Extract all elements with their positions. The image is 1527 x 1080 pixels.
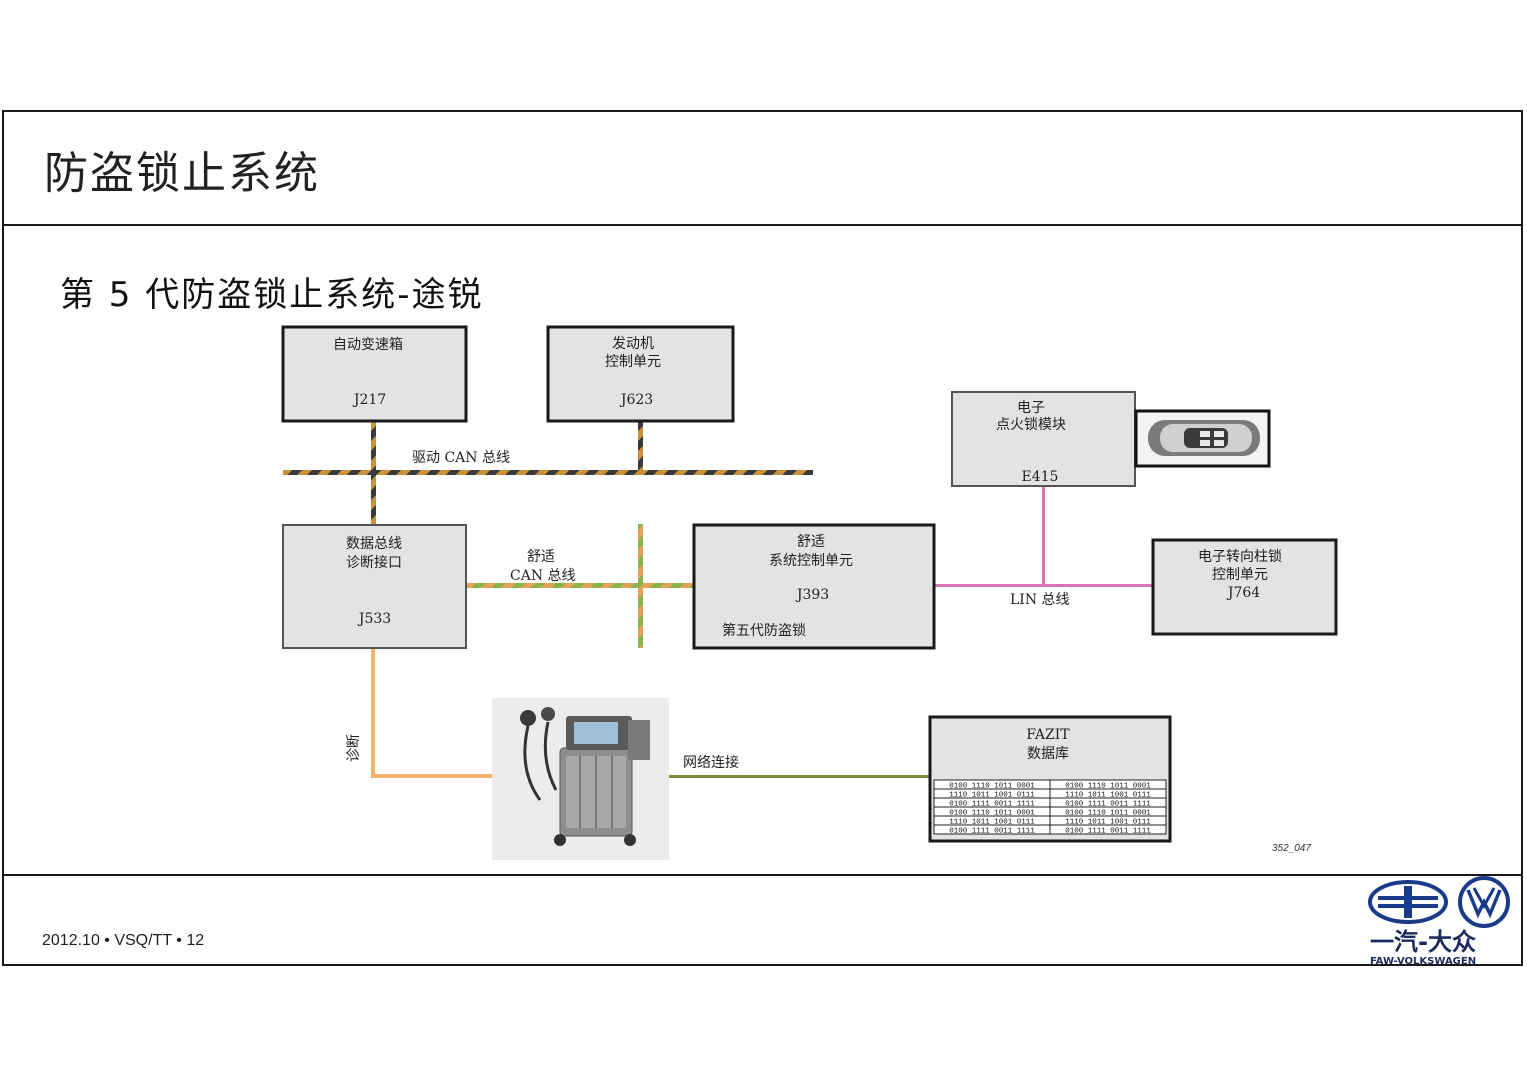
- comfort-can-label-1: 舒适: [527, 549, 555, 565]
- comfort-can-label-2: CAN 总线: [510, 568, 576, 584]
- comfort-can-bus: [466, 524, 694, 648]
- engine-label-1: 发动机: [612, 336, 654, 352]
- comfort-label-2: 系统控制单元: [769, 553, 853, 569]
- drive-can-label: 驱动 CAN 总线: [412, 450, 510, 466]
- fazit-cell: 0100 1111 0011 1111: [949, 801, 1035, 809]
- fazit-cell: 0100 1111 0011 1111: [949, 828, 1035, 836]
- faw-vw-logo: 一汽-大众 FAW-VOLKSWAGEN: [1368, 876, 1510, 967]
- fazit-cell: 1110 1011 1001 0111: [949, 819, 1035, 827]
- logo-brand-en: FAW-VOLKSWAGEN: [1370, 956, 1476, 967]
- fazit-cell: 0100 1111 0011 1111: [1065, 801, 1151, 809]
- ignition-label-2: 点火锁模块: [996, 417, 1066, 433]
- slide-frame: 防盗锁止系统 第 5 代防盗锁止系统-途锐 2012.10 • VSQ/TT •…: [2, 110, 1523, 966]
- diagnosis-line: [371, 648, 493, 778]
- box-gateway-j533: 数据总线 诊断接口 J533: [282, 524, 467, 649]
- steering-label-1: 电子转向柱锁: [1198, 549, 1282, 565]
- lin-bus-label: LIN 总线: [1010, 592, 1070, 608]
- comfort-label-1: 舒适: [797, 534, 825, 550]
- logo-brand-cn: 一汽-大众: [1370, 928, 1476, 956]
- drive-can-bus: [283, 421, 813, 525]
- footer-text: 2012.10 • VSQ/TT • 12: [42, 932, 205, 949]
- lin-bus: [935, 486, 1153, 587]
- fazit-label-2: 数据库: [1027, 746, 1069, 762]
- comfort-code: J393: [795, 587, 829, 603]
- fazit-cell: 1110 1011 1001 0111: [949, 792, 1035, 800]
- diagnostic-tester-image: [492, 698, 669, 860]
- engine-code: J623: [619, 392, 653, 408]
- fazit-cell: 1110 1011 1001 0111: [1065, 792, 1151, 800]
- box-ignition-e415: 电子 点火锁模块 E415: [951, 391, 1136, 487]
- ignition-label-1: 电子: [1017, 400, 1045, 416]
- footer-divider: [4, 874, 1521, 876]
- header-divider: [4, 224, 1521, 226]
- diagnosis-label: 诊断: [346, 734, 362, 762]
- box-steering-j764: 电子转向柱锁 控制单元 J764: [1151, 538, 1338, 636]
- fazit-cell: 0100 1111 0011 1111: [1065, 828, 1151, 836]
- fazit-cell: 0100 1110 1011 0001: [1065, 810, 1151, 818]
- box-fazit-database: FAZIT 数据库 0100 1110 1011 0001 0100 1110 1…: [928, 715, 1172, 843]
- slide-subtitle: 第 5 代防盗锁止系统-途锐: [60, 275, 484, 315]
- box-comfort-j393: 舒适 系统控制单元 J393 第五代防盗锁: [692, 523, 936, 650]
- steering-label-2: 控制单元: [1212, 567, 1268, 583]
- box-gearbox-j217: 自动变速箱 J217: [281, 325, 468, 423]
- fazit-cell: 0100 1110 1011 0001: [949, 810, 1035, 818]
- engine-label-2: 控制单元: [605, 354, 661, 370]
- fazit-label-1: FAZIT: [1026, 727, 1070, 743]
- gateway-label-1: 数据总线: [346, 536, 402, 552]
- comfort-label-3: 第五代防盗锁: [722, 622, 806, 639]
- ignition-code: E415: [1022, 469, 1059, 485]
- network-line: [640, 775, 930, 778]
- steering-code: J764: [1226, 585, 1260, 601]
- box-engine-j623: 发动机 控制单元 J623: [546, 325, 735, 423]
- gateway-code: J533: [357, 611, 391, 627]
- fazit-cell-bg: [1049, 824, 1167, 835]
- key-fob-image: [1134, 409, 1271, 468]
- network-label: 网络连接: [683, 754, 739, 771]
- fazit-cell: 1110 1011 1001 0111: [1065, 819, 1151, 827]
- fazit-cell: 0100 1110 1011 0001: [1065, 783, 1151, 791]
- slide-title: 防盗锁止系统: [44, 148, 320, 199]
- gearbox-label: 自动变速箱: [333, 337, 403, 353]
- fazit-cell: 0100 1110 1011 0001: [949, 783, 1035, 791]
- gateway-label-2: 诊断接口: [346, 554, 402, 571]
- figure-code: 352_047: [1272, 843, 1311, 854]
- gearbox-code: J217: [352, 392, 386, 408]
